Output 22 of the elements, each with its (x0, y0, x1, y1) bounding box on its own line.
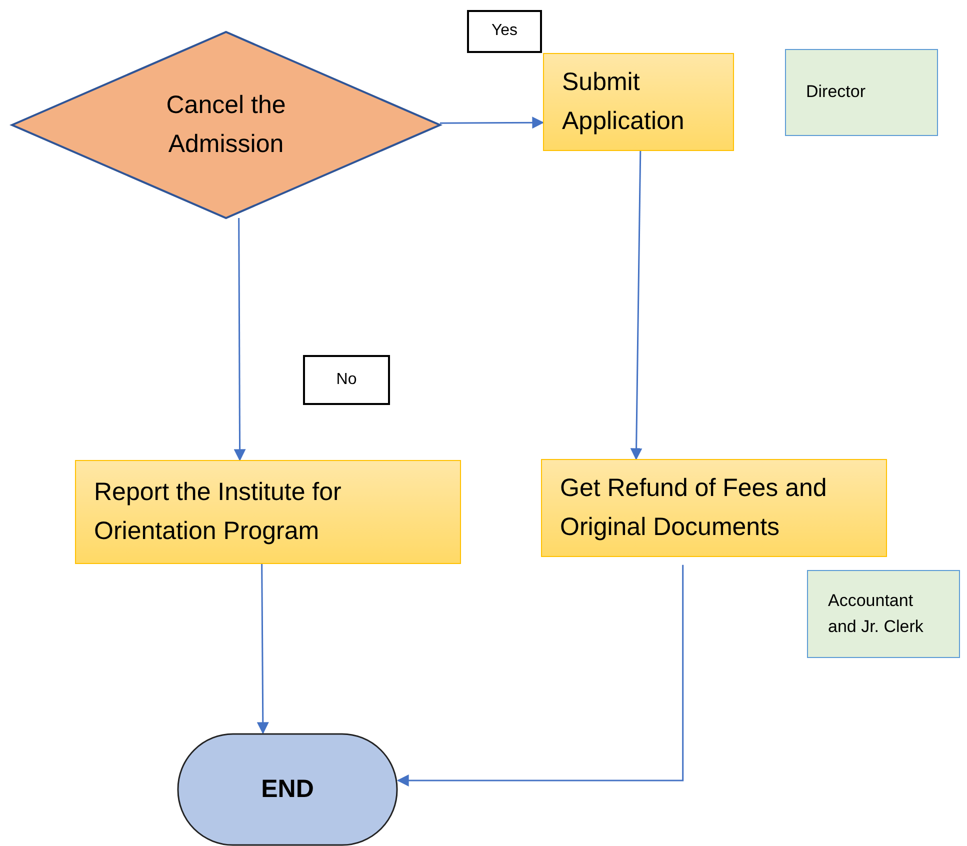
process-box (543, 53, 734, 151)
node-text: Yes (491, 21, 518, 42)
node-text: Accountant and Jr. Clerk (828, 590, 924, 638)
node-text: Get Refund of Fees and Original Documents (560, 473, 828, 543)
node-text: Submit Application (562, 67, 686, 137)
node-text: END (261, 774, 314, 806)
role-box (785, 49, 938, 136)
arrow (630, 150, 642, 460)
arrow (396, 564, 684, 786)
label-box (303, 355, 390, 405)
process-box (75, 460, 461, 564)
process-box (541, 459, 887, 557)
arrow (440, 116, 544, 129)
arrow (256, 564, 269, 734)
node-text: Report the Institute for Orientation Program (94, 477, 342, 547)
role-box (807, 570, 960, 658)
decision-diamond (12, 32, 440, 218)
node-text: Cancel the Admission (165, 90, 287, 160)
arrow (234, 218, 246, 462)
node-text: Director (806, 81, 866, 104)
node-text: No (336, 370, 357, 390)
label-box (467, 10, 542, 53)
